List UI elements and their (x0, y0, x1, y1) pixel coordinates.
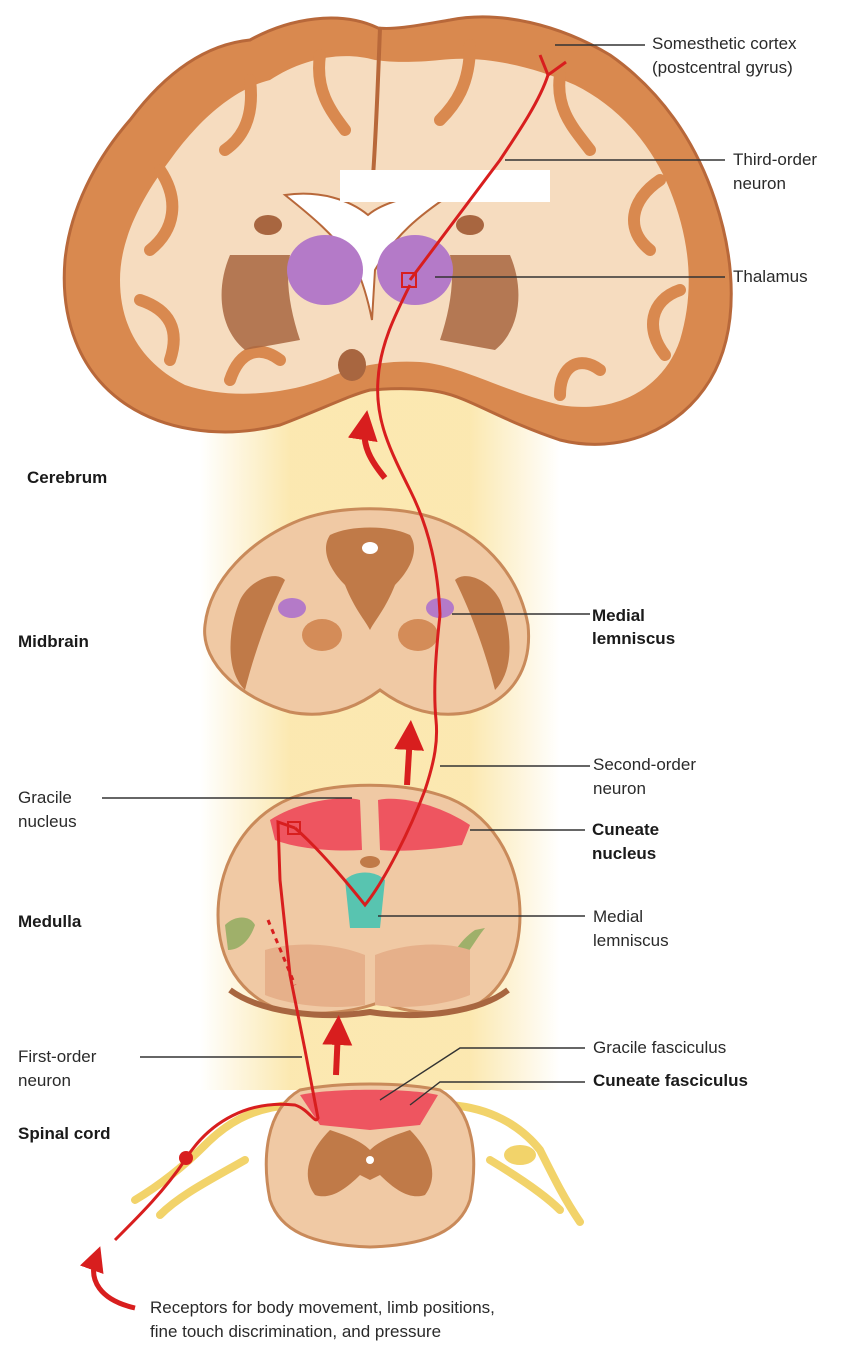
label-cuneate: Cuneate (592, 818, 659, 842)
medial-lemniscus-midbrain-left (278, 598, 306, 618)
label-first-order-neuron: neuron (18, 1069, 71, 1093)
arrow-receptors (94, 1258, 135, 1308)
red-nucleus-right (398, 619, 438, 651)
first-order-cell-body (179, 1151, 193, 1165)
caudate-right (456, 215, 484, 235)
dorsal-root-ganglion-right (504, 1145, 536, 1165)
label-second-order: Second-order (593, 753, 696, 777)
spinal-cord-section (135, 1084, 580, 1247)
label-first-order: First-order (18, 1045, 96, 1069)
label-gracile-fasciculus: Gracile fasciculus (593, 1036, 726, 1060)
region-label-spinal-cord: Spinal cord (18, 1124, 111, 1144)
label-receptors-line1: Receptors for body movement, limb positi… (150, 1296, 495, 1320)
cerebral-aqueduct (362, 542, 378, 554)
mammillary-body (338, 349, 366, 381)
cerebrum-section (64, 17, 731, 444)
arrow-to-medulla (336, 1030, 338, 1075)
caudate-left (254, 215, 282, 235)
label-receptors-line2: fine touch discrimination, and pressure (150, 1320, 441, 1344)
label-thalamus: Thalamus (733, 265, 808, 289)
label-medial-medulla: Medial (593, 905, 643, 929)
region-label-midbrain: Midbrain (18, 632, 89, 652)
label-third-order-neuron: neuron (733, 172, 786, 196)
red-nucleus-left (302, 619, 342, 651)
label-gracile: Gracile (18, 786, 72, 810)
region-label-medulla: Medulla (18, 912, 81, 932)
label-cuneate-nucleus: nucleus (592, 842, 656, 866)
thalamus-left (287, 235, 363, 305)
central-canal-spinal (366, 1156, 374, 1164)
label-somesthetic-cortex: Somesthetic cortex (652, 32, 797, 56)
central-canal-medulla (360, 856, 380, 868)
occlusion-box (340, 170, 550, 202)
dorsal-columns (300, 1090, 438, 1130)
medial-lemniscus-medulla-shape (345, 873, 385, 929)
label-lemniscus-medulla: lemniscus (593, 929, 669, 953)
thalamus-right (377, 235, 453, 305)
label-postcentral-gyrus: (postcentral gyrus) (652, 56, 793, 80)
arrow-to-midbrain (407, 735, 410, 785)
region-label-cerebrum: Cerebrum (27, 468, 107, 488)
label-medial-midbrain: Medial (592, 604, 645, 628)
label-lemniscus-midbrain: lemniscus (592, 627, 675, 651)
label-third-order: Third-order (733, 148, 817, 172)
label-gracile-nucleus: nucleus (18, 810, 77, 834)
label-cuneate-fasciculus: Cuneate fasciculus (593, 1069, 748, 1093)
label-second-order-neuron: neuron (593, 777, 646, 801)
